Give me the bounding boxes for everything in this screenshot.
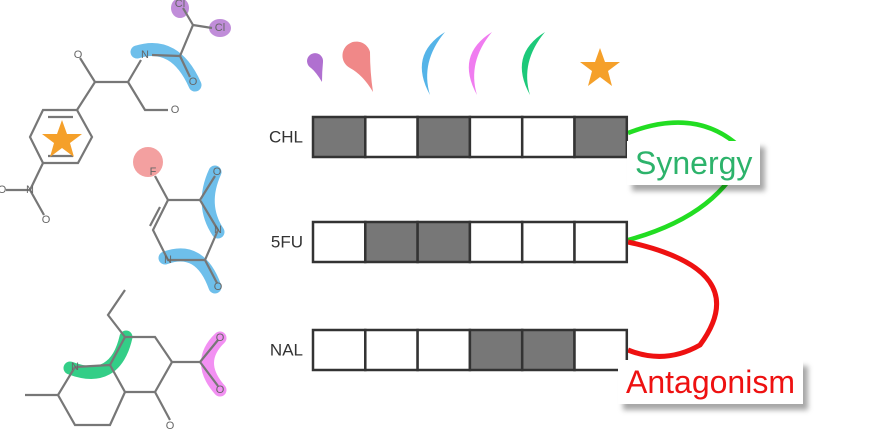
star-highlight: [42, 120, 82, 157]
fingerprint-cell-filled: [364, 220, 419, 264]
atom-cl: Cl: [215, 22, 225, 34]
fingerprint-cell-empty: [311, 328, 367, 372]
atom-n: N: [71, 361, 79, 373]
atom-o: O: [74, 49, 83, 61]
atom-n: N: [164, 254, 172, 266]
atom-cl: Cl: [175, 0, 185, 10]
cl-highlight: [171, 0, 189, 18]
nal-molecule: N O O O: [25, 289, 227, 432]
fingerprint-cell-empty: [520, 220, 576, 264]
fingerprint-cell-filled: [416, 115, 472, 159]
fingerprint-cell-empty: [468, 115, 524, 159]
fingerprint-cell-filled: [416, 220, 472, 264]
atom-o: O: [216, 384, 225, 396]
fingerprint-cell-empty: [364, 115, 419, 159]
fingerprint-cell-filled: [468, 328, 524, 372]
drug-label: NAL: [270, 340, 303, 359]
fluorine-highlight: [133, 147, 163, 177]
cl-highlight: [209, 19, 231, 37]
fingerprint-cell-empty: [468, 220, 524, 264]
fingerprint-cell-filled: [573, 115, 629, 159]
purple-drop-icon: [307, 53, 324, 82]
atom-o: O: [216, 332, 225, 344]
orange-star-icon: [580, 48, 620, 86]
atom-o: O: [166, 420, 175, 432]
green-crescent-highlight: [63, 330, 133, 379]
atom-o: O: [171, 104, 180, 116]
green-crescent-icon: [521, 32, 545, 95]
drug-label: 5FU: [271, 232, 303, 251]
atom-o: O: [42, 214, 51, 226]
fingerprint-row-nal: NAL: [270, 328, 629, 372]
5fu-molecule: F O N O N: [133, 147, 225, 294]
atom-n: N: [141, 49, 149, 61]
fingerprint-cell-empty: [364, 328, 419, 372]
atom-o: O: [0, 184, 7, 196]
antagonism-label: Antagonism: [618, 360, 803, 404]
pink-drop-icon: [342, 41, 373, 92]
atom-o: O: [189, 76, 198, 88]
fingerprint-cell-filled: [520, 328, 576, 372]
fingerprint-cell-empty: [416, 328, 472, 372]
fingerprint-cell-empty: [573, 220, 629, 264]
fingerprint-rows: CHL 5FU NAL: [269, 115, 629, 372]
magenta-crescent-icon: [468, 32, 492, 95]
antagonism-curve: [627, 239, 720, 359]
synergy-label: Synergy: [627, 141, 761, 185]
drug-label: CHL: [269, 127, 303, 146]
atom-f: F: [150, 166, 157, 178]
blue-crescent-icon: [421, 32, 445, 95]
atom-n: N: [26, 184, 34, 196]
fingerprint-cell-empty: [311, 220, 367, 264]
atom-n: N: [214, 224, 222, 236]
fingerprint-row-5fu: 5FU: [271, 220, 629, 264]
feature-icons: [307, 32, 620, 95]
fingerprint-cell-empty: [520, 115, 576, 159]
chl-molecule: O N O O Cl Cl N O O: [0, 0, 231, 226]
fingerprint-row-chl: CHL: [269, 115, 629, 159]
atom-o: O: [213, 166, 222, 178]
atom-o: O: [214, 281, 223, 293]
fingerprint-cell-filled: [311, 115, 367, 159]
